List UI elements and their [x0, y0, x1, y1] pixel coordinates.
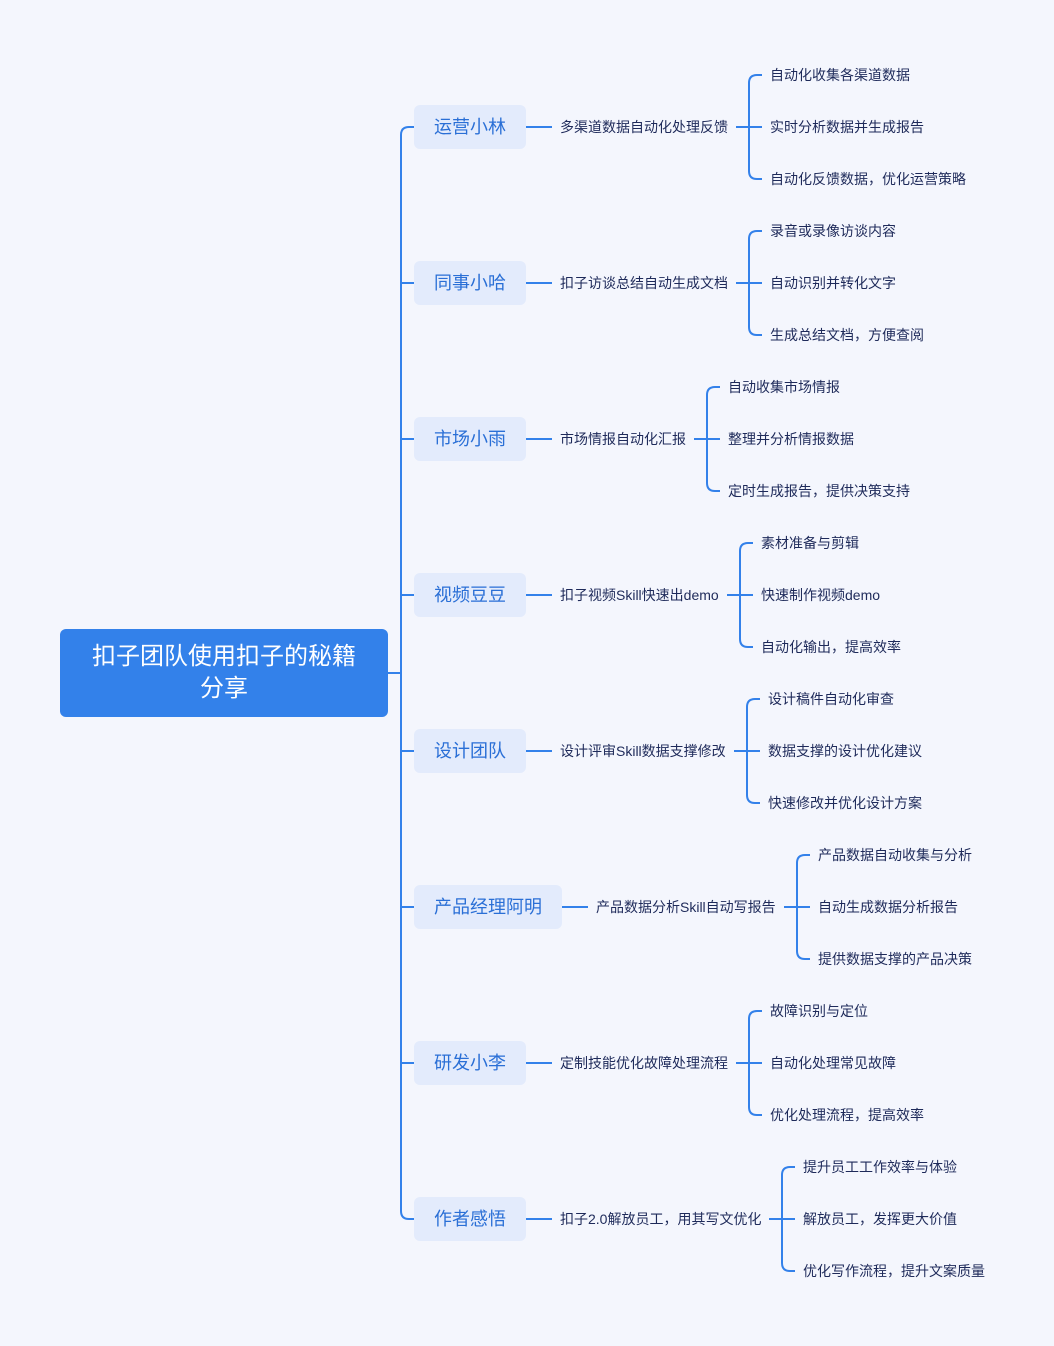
branch-node[interactable]: 研发小李: [414, 1041, 526, 1085]
leaf-bracket: [796, 854, 810, 960]
summary-node[interactable]: 扣子访谈总结自动生成文档: [560, 275, 728, 291]
leaf-node[interactable]: 整理并分析情报数据: [728, 431, 854, 447]
leaf-bracket: [739, 542, 753, 648]
leaf-node[interactable]: 自动收集市场情报: [728, 379, 840, 395]
leaf-bracket: [748, 230, 762, 336]
branch-node[interactable]: 市场小雨: [414, 417, 526, 461]
summary-node[interactable]: 产品数据分析Skill自动写报告: [596, 899, 776, 915]
branch-node[interactable]: 作者感悟: [414, 1197, 526, 1241]
summary-node[interactable]: 设计评审Skill数据支撑修改: [560, 743, 726, 759]
leaf-node[interactable]: 实时分析数据并生成报告: [770, 119, 924, 135]
leaf-node[interactable]: 快速修改并优化设计方案: [768, 795, 922, 811]
leaf-node[interactable]: 优化处理流程，提高效率: [770, 1107, 924, 1123]
leaf-bracket: [748, 74, 762, 180]
leaf-node[interactable]: 数据支撑的设计优化建议: [768, 743, 922, 759]
leaf-node[interactable]: 快速制作视频demo: [761, 587, 881, 603]
root-node[interactable]: 扣子团队使用扣子的秘籍分享: [60, 629, 388, 717]
summary-node[interactable]: 多渠道数据自动化处理反馈: [560, 119, 728, 135]
leaf-bracket: [706, 386, 720, 492]
leaf-node[interactable]: 提供数据支撑的产品决策: [818, 951, 972, 967]
branch-node[interactable]: 同事小哈: [414, 261, 526, 305]
leaf-node[interactable]: 优化写作流程，提升文案质量: [803, 1263, 985, 1279]
branch-node[interactable]: 视频豆豆: [414, 573, 526, 617]
leaf-node[interactable]: 素材准备与剪辑: [761, 535, 859, 551]
summary-node[interactable]: 扣子视频Skill快速出demo: [560, 587, 719, 603]
summary-node[interactable]: 扣子2.0解放员工，用其写文优化: [560, 1211, 762, 1227]
leaf-node[interactable]: 故障识别与定位: [770, 1003, 868, 1019]
leaf-bracket: [748, 1010, 762, 1116]
leaf-bracket: [781, 1166, 795, 1272]
summary-node[interactable]: 市场情报自动化汇报: [560, 431, 686, 447]
leaf-node[interactable]: 产品数据自动收集与分析: [818, 847, 972, 863]
leaf-node[interactable]: 自动化处理常见故障: [770, 1055, 896, 1071]
leaf-node[interactable]: 自动化反馈数据，优化运营策略: [770, 171, 966, 187]
branch-node[interactable]: 运营小林: [414, 105, 526, 149]
trunk-line: [400, 126, 410, 1220]
leaf-node[interactable]: 生成总结文档，方便查阅: [770, 327, 924, 343]
summary-node[interactable]: 定制技能优化故障处理流程: [560, 1055, 728, 1071]
branch-node[interactable]: 设计团队: [414, 729, 526, 773]
leaf-node[interactable]: 自动化输出，提高效率: [761, 639, 901, 655]
leaf-bracket: [746, 698, 760, 804]
leaf-node[interactable]: 录音或录像访谈内容: [770, 223, 896, 239]
branch-node[interactable]: 产品经理阿明: [414, 885, 562, 929]
leaf-node[interactable]: 提升员工工作效率与体验: [803, 1159, 957, 1175]
leaf-node[interactable]: 解放员工，发挥更大价值: [803, 1211, 957, 1227]
leaf-node[interactable]: 自动化收集各渠道数据: [770, 67, 910, 83]
leaf-node[interactable]: 设计稿件自动化审查: [768, 691, 894, 707]
leaf-node[interactable]: 定时生成报告，提供决策支持: [728, 483, 910, 499]
leaf-node[interactable]: 自动生成数据分析报告: [818, 899, 958, 915]
leaf-node[interactable]: 自动识别并转化文字: [770, 275, 896, 291]
